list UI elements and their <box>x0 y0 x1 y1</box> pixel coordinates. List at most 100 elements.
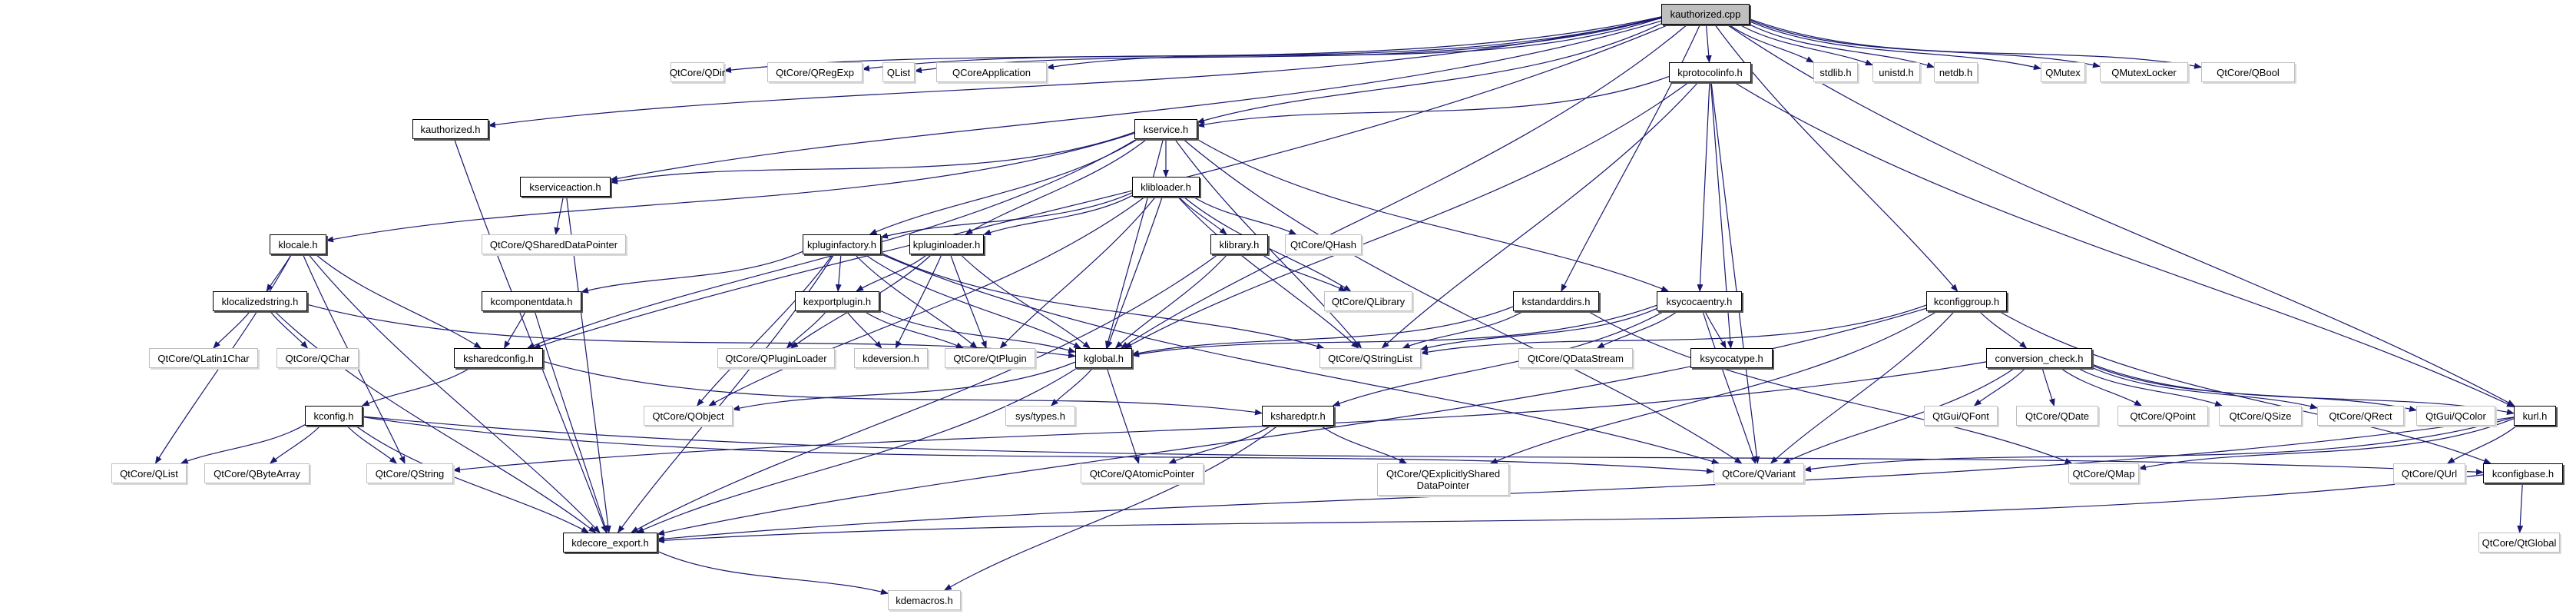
node-klibloader[interactable]: klibloader.h <box>1132 177 1200 197</box>
node-kurl[interactable]: kurl.h <box>2514 406 2556 426</box>
node-qbool: QtCore/QBool <box>2201 62 2295 82</box>
node-label: klibloader.h <box>1141 181 1191 193</box>
node-label: QtCore/QSize <box>2230 410 2292 422</box>
node-kpluginloader[interactable]: kpluginloader.h <box>909 234 984 254</box>
edge-klibrary-to-kdecore-export <box>631 254 1219 533</box>
edge-kconfiggroup-to-qexplicitlyshareddatapointer <box>1489 310 1938 464</box>
node-label-line: QtCore/QtPlugin <box>953 352 1027 364</box>
edge-klibloader-to-kglobal <box>1106 196 1163 349</box>
edge-kservice-to-ksycocaentry <box>1197 138 1670 292</box>
node-ksharedconfig[interactable]: ksharedconfig.h <box>454 348 543 368</box>
node-label-line: kdecore_export.h <box>571 536 649 549</box>
node-qdatastream: QtCore/QDataStream <box>1518 348 1633 368</box>
edge-kexportplugin-to-kdeversion <box>846 310 882 349</box>
node-label: ksycocaentry.h <box>1667 296 1733 307</box>
edge-kauthorized-cpp-to-kservice <box>1197 23 1662 124</box>
node-label: QtGui/QColor <box>2425 410 2486 422</box>
edge-kauthorized-cpp-to-qcoreapplication <box>1046 17 1662 70</box>
edge-kpluginfactory-to-kglobal <box>864 254 1081 349</box>
node-kserviceaction[interactable]: kserviceaction.h <box>520 177 611 197</box>
node-label: kconfig.h <box>313 410 353 422</box>
node-label-line: QtCore/QRect <box>2329 410 2392 422</box>
node-qmap: QtCore/QMap <box>2068 463 2139 483</box>
node-qlist-top: QList <box>882 62 915 82</box>
node-kdeversion: kdeversion.h <box>854 348 928 368</box>
edge-kconfig-to-qvariant <box>362 416 1714 474</box>
edge-kprotocolinfo-to-kglobal <box>1124 81 1690 349</box>
node-label: ksharedptr.h <box>1270 410 1326 422</box>
node-label-line: kserviceaction.h <box>529 181 601 193</box>
edge-kservice-to-kglobal <box>1104 138 1164 349</box>
node-label: kconfigbase.h <box>2492 468 2554 480</box>
node-kconfig[interactable]: kconfig.h <box>305 406 363 426</box>
edge-kservice-to-qvariant <box>1183 138 1743 464</box>
node-ksycocaentry[interactable]: ksycocaentry.h <box>1657 291 1742 311</box>
edge-kauthorized-cpp-to-kserviceaction <box>610 20 1662 182</box>
node-conversion-check[interactable]: conversion_check.h <box>1986 348 2092 368</box>
node-label: QtCore/QUrl <box>2402 468 2457 480</box>
node-kpluginfactory[interactable]: kpluginfactory.h <box>803 234 881 254</box>
node-label-line: kconfig.h <box>313 410 354 422</box>
node-label: unistd.h <box>1879 67 1914 78</box>
node-kcomponentdata[interactable]: kcomponentdata.h <box>482 291 581 311</box>
node-qmutex: QMutex <box>2041 62 2085 82</box>
node-qrect: QtCore/QRect <box>2317 406 2404 426</box>
node-klocale[interactable]: klocale.h <box>270 234 326 254</box>
edge-klocalizedstring-to-qlatin1char <box>213 310 251 349</box>
node-label-line: kprotocolinfo.h <box>1677 66 1743 78</box>
node-qchar: QtCore/QChar <box>276 348 359 368</box>
node-kconfigbase[interactable]: kconfigbase.h <box>2483 463 2563 483</box>
node-label: kauthorized.cpp <box>1670 8 1741 20</box>
node-klocalizedstring[interactable]: klocalizedstring.h <box>213 291 307 311</box>
node-label-line: kdeversion.h <box>863 352 919 364</box>
node-kstandarddirs[interactable]: kstandarddirs.h <box>1513 291 1599 311</box>
edge-ksycocaentry-to-qvariant <box>1702 310 1757 464</box>
edge-kauthorized-cpp-to-qmutexlocker <box>1749 19 2101 68</box>
edge-kprotocolinfo-to-ksycocaentry <box>1697 81 1710 292</box>
node-kexportplugin[interactable]: kexportplugin.h <box>795 291 879 311</box>
node-label: QtCore/QBool <box>2217 67 2280 78</box>
node-kauthorized-cpp[interactable]: kauthorized.cpp <box>1661 4 1750 25</box>
node-label: netdb.h <box>1939 67 1972 78</box>
edge-ksycocaentry-to-ksycocatype <box>1704 310 1727 349</box>
edge-kpluginfactory-to-qtplugin <box>854 254 978 349</box>
node-label: kpluginloader.h <box>913 239 980 251</box>
node-klibrary[interactable]: klibrary.h <box>1210 234 1268 254</box>
node-label: ksycocatype.h <box>1700 353 1763 364</box>
node-label-line: klocalizedstring.h <box>221 295 299 307</box>
node-kprotocolinfo[interactable]: kprotocolinfo.h <box>1669 62 1751 82</box>
node-label-line: QtCore/QObject <box>652 410 724 422</box>
edge-kpluginloader-to-qtplugin <box>949 254 987 349</box>
edge-klibrary-to-kglobal <box>1114 254 1228 349</box>
node-label: QtCore/QChar <box>286 353 350 364</box>
node-qstringlist: QtCore/QStringList <box>1319 348 1421 368</box>
node-qregexp: QtCore/QRegExp <box>767 62 863 82</box>
edge-kauthorized-cpp-to-qmutex <box>1749 21 2041 71</box>
edge-kauthorized-cpp-to-kglobal <box>1120 24 1688 349</box>
node-label: QList <box>887 67 910 78</box>
edge-kservice-to-kserviceaction <box>610 131 1135 184</box>
edge-kconfiggroup-to-conversion-check <box>1978 310 2028 349</box>
node-kglobal[interactable]: kglobal.h <box>1075 348 1132 368</box>
node-label: QtCore/QAtomicPointer <box>1090 468 1195 480</box>
node-kconfiggroup[interactable]: kconfiggroup.h <box>1926 291 2007 311</box>
node-label: QtCore/QLibrary <box>1332 296 1405 307</box>
node-label-line: kconfigbase.h <box>2492 467 2554 480</box>
node-kdecore-export[interactable]: kdecore_export.h <box>563 533 657 553</box>
node-label: QtCore/QList <box>120 468 178 480</box>
node-ksycocatype[interactable]: ksycocatype.h <box>1690 348 1773 368</box>
node-label-line: QList <box>886 66 911 78</box>
node-label-line: kurl.h <box>2522 410 2548 422</box>
node-kservice[interactable]: kservice.h <box>1134 119 1197 139</box>
edge-kauthorized-cpp-to-kauthorized-h <box>488 18 1662 128</box>
edge-klocalizedstring-to-qchar <box>270 310 309 349</box>
edge-kdecore-export-to-kdemacros <box>657 550 889 595</box>
edge-kpluginfactory-to-qvariant <box>880 254 1720 465</box>
edge-kconfigbase-to-qtglobal <box>2517 483 2524 533</box>
node-qmutexlocker: QMutexLocker <box>2100 62 2188 82</box>
node-kauthorized-h[interactable]: kauthorized.h <box>412 119 488 139</box>
node-label-line: QtGui/QFont <box>1932 410 1989 422</box>
node-ksharedptr[interactable]: ksharedptr.h <box>1262 406 1334 426</box>
